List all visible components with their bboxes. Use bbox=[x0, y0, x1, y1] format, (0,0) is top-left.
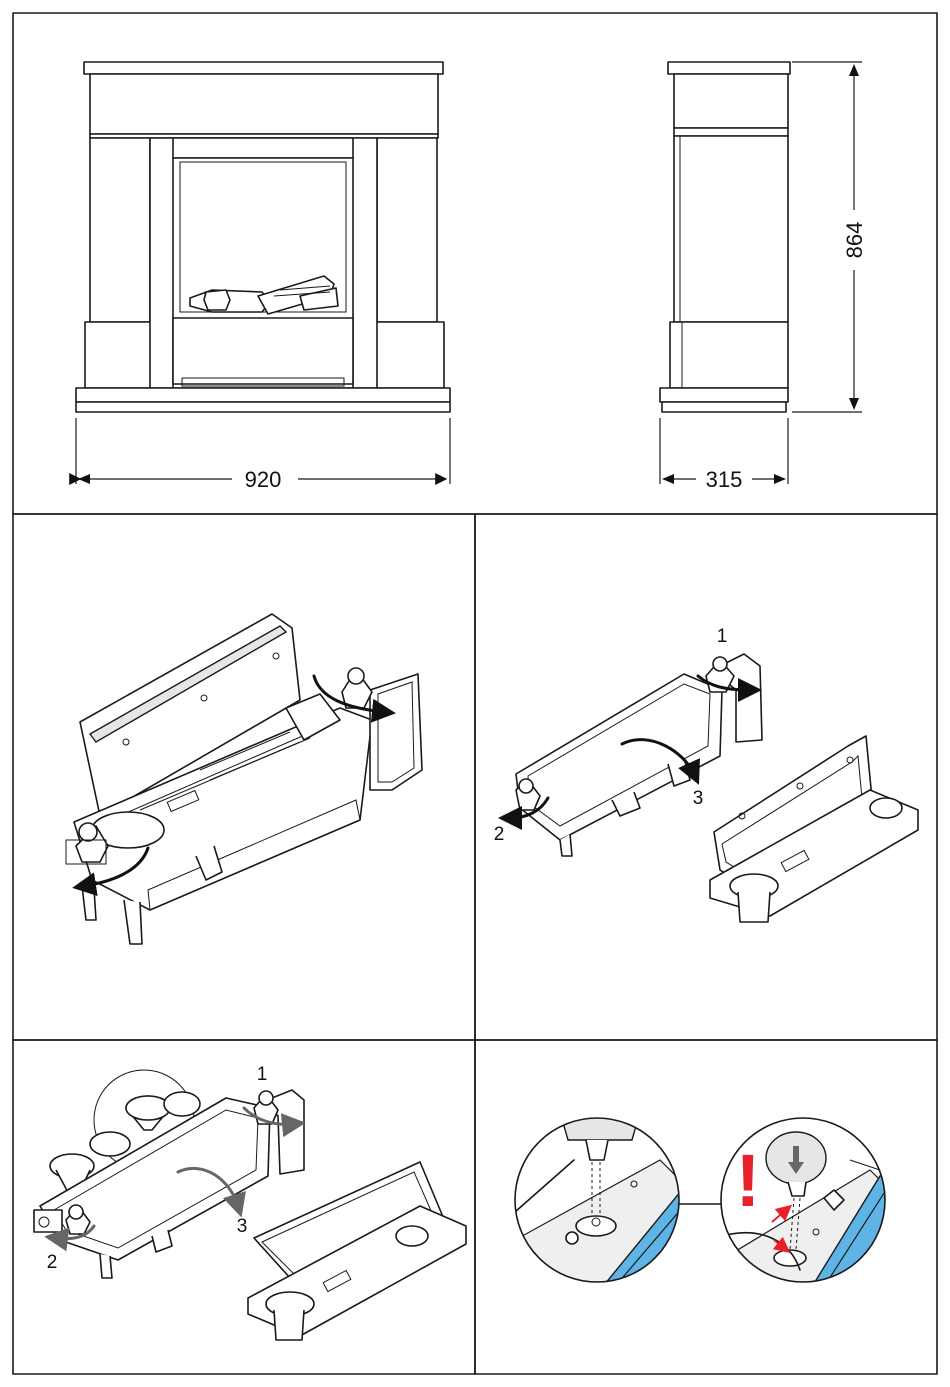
panel3-step-3: 3 bbox=[693, 788, 704, 809]
tray-separation-illustration: 1 2 3 bbox=[494, 626, 918, 922]
bulb-insertion-detail: ! bbox=[515, 1112, 900, 1290]
depth-dimension-label: 315 bbox=[706, 467, 743, 492]
fireplace-front-view: 920 bbox=[76, 62, 450, 492]
bulb-tray-illustration: 1 2 3 bbox=[34, 1064, 466, 1340]
height-dimension-label: 864 bbox=[842, 222, 867, 259]
unit-open-illustration bbox=[66, 614, 422, 944]
panel4-step-1: 1 bbox=[257, 1064, 268, 1085]
panel4-step-2: 2 bbox=[47, 1252, 58, 1273]
panel3-step-2: 2 bbox=[494, 824, 505, 845]
panel4-step-3: 3 bbox=[237, 1216, 248, 1237]
width-dimension-label: 920 bbox=[245, 467, 282, 492]
panel3-step-1: 1 bbox=[717, 626, 728, 647]
fireplace-side-view: 864 315 bbox=[660, 62, 867, 492]
warning-exclamation: ! bbox=[736, 1139, 761, 1222]
